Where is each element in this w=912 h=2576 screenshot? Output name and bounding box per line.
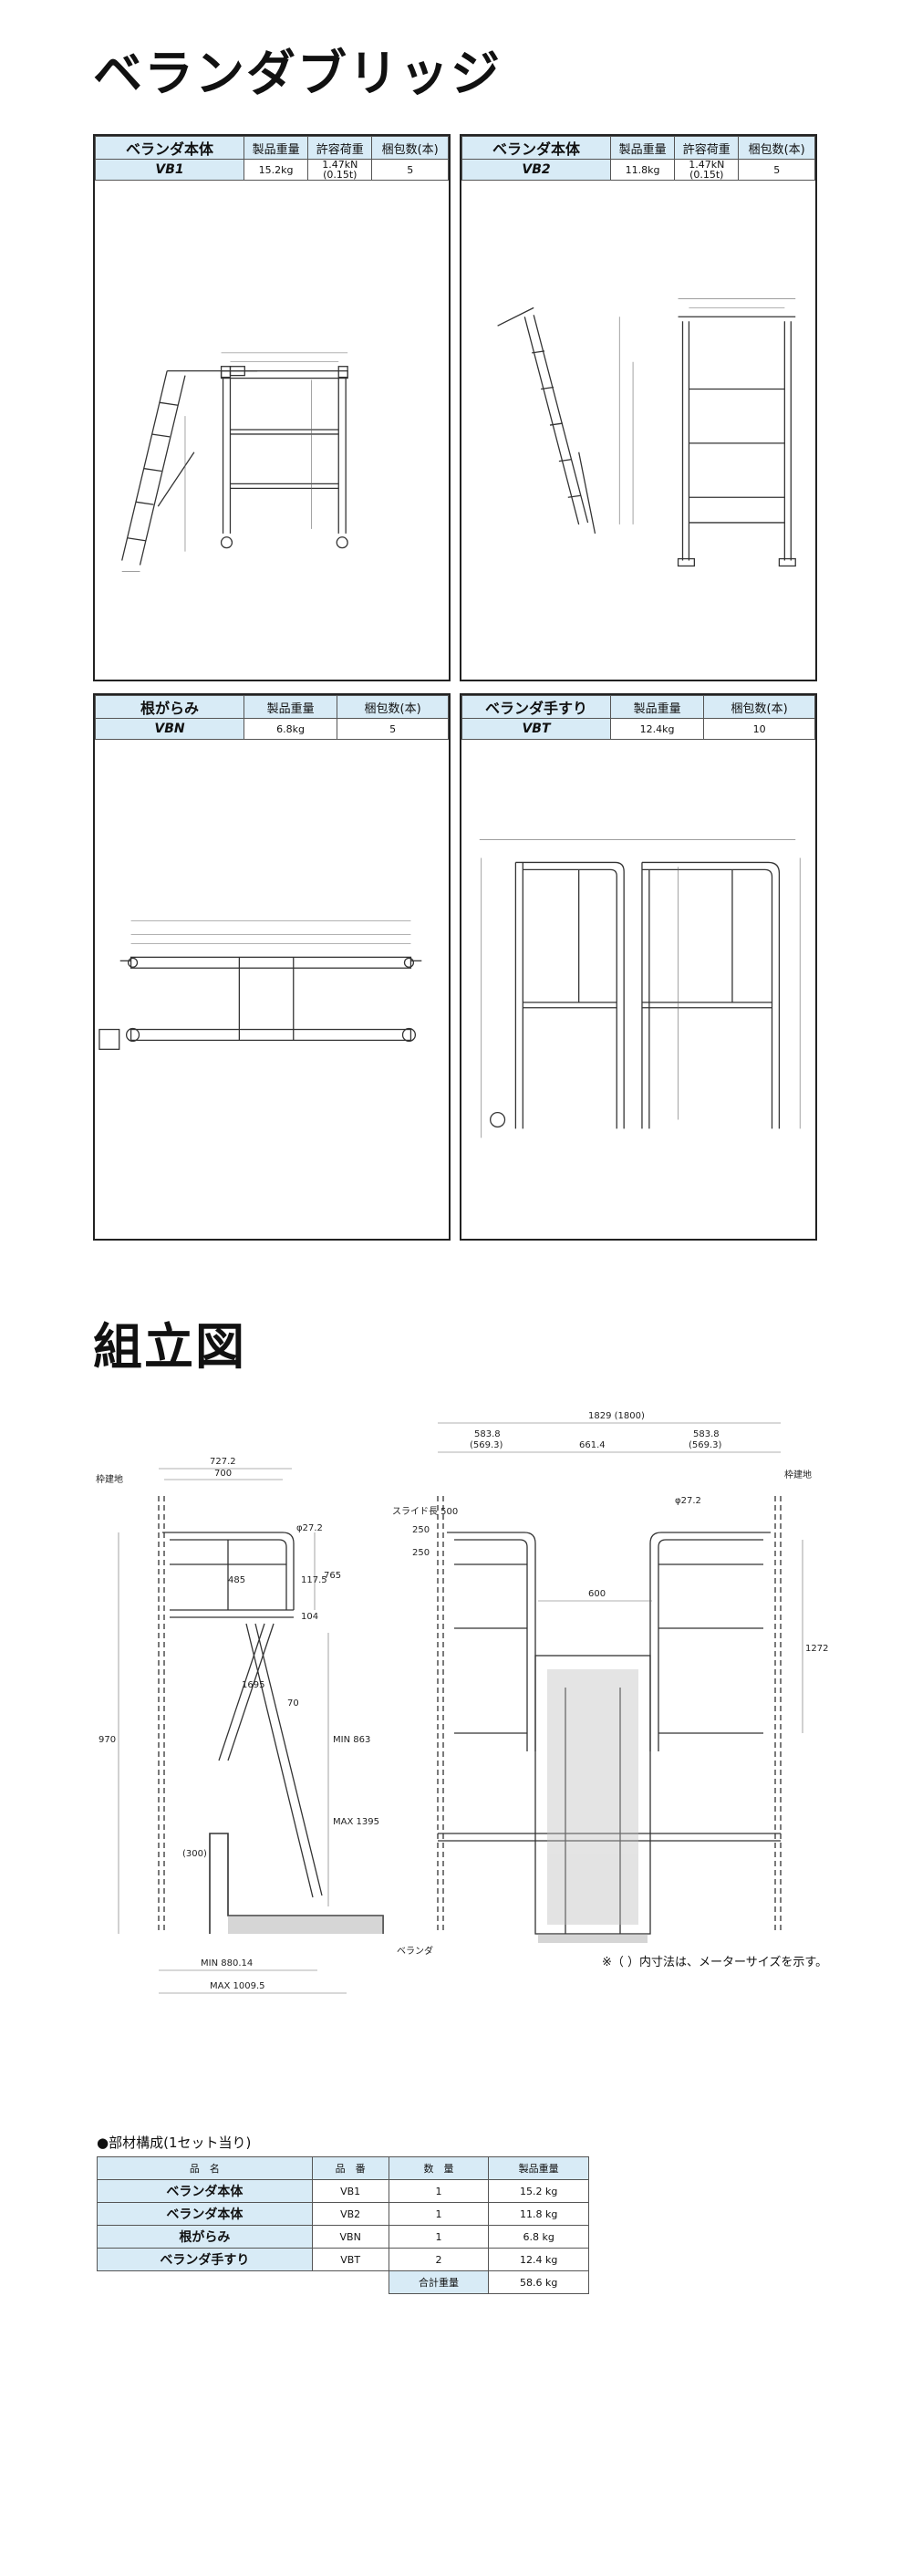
product-name: ベランダ本体	[461, 136, 611, 160]
dim-label: 1829 (1800)	[588, 1411, 645, 1421]
dim-label: 583.8	[693, 1429, 720, 1439]
dim-label: MAX 1395	[333, 1817, 379, 1827]
total-row: 合計重量 58.6 kg	[98, 2270, 589, 2294]
product-name: 根がらみ	[95, 695, 244, 719]
dim-label: MIN 880.14	[201, 1958, 253, 1968]
dim-label: (569.3)	[470, 1440, 503, 1450]
dim-label: 970	[98, 1735, 116, 1745]
col-header: 品 番	[311, 2156, 389, 2180]
bundle-header: 梱包数(本)	[371, 136, 449, 160]
product-code: VBT	[461, 718, 611, 740]
bundle-header: 梱包数(本)	[738, 136, 815, 160]
bundle-value: 5	[371, 159, 449, 181]
dim-label: 70	[287, 1698, 299, 1709]
product-panel-vb2: ベランダ本体 製品重量 許容荷重 梱包数(本) VB2 11.8kg 1.47k…	[460, 134, 817, 681]
col-header: 製品重量	[488, 2156, 589, 2180]
dim-label: 104	[301, 1612, 318, 1622]
spec-table: ベランダ本体 製品重量 許容荷重 梱包数(本) VB2 11.8kg 1.47k…	[461, 136, 815, 181]
vbt-technical-drawing	[479, 839, 801, 1138]
veranda-label: ベランダ	[397, 1945, 433, 1957]
col-header: 数 量	[388, 2156, 490, 2180]
vb1-technical-drawing	[121, 352, 348, 572]
vbt-drawing	[461, 739, 815, 1239]
load-value: 1.47kN (0.15t)	[674, 159, 740, 181]
dim-label: 600	[588, 1589, 606, 1599]
dim-label: スライド長 500	[392, 1506, 458, 1517]
product-code: VBN	[95, 718, 244, 740]
size-note: ※（ ）内寸法は、メーターサイズを示す。	[602, 1956, 828, 1969]
dim-label: 661.4	[579, 1440, 606, 1450]
dim-label: 583.8	[474, 1429, 501, 1439]
bundle-value: 5	[337, 718, 449, 740]
weight-header: 製品重量	[609, 136, 676, 160]
scaffold-label: 枠建地	[96, 1473, 123, 1485]
page-title: ベランダブリッジ	[93, 45, 502, 102]
spec-table: 根がらみ 製品重量 梱包数(本) VBN 6.8kg 5	[95, 695, 449, 740]
parts-table: 品 名 品 番 数 量 製品重量 ベランダ本体 VB1 1 15.2 kg ベラ…	[97, 2156, 589, 2294]
table-row: ベランダ本体 VB1 1 15.2 kg	[97, 2179, 589, 2203]
spec-table: ベランダ本体 製品重量 許容荷重 梱包数(本) VB1 15.2kg 1.47k…	[95, 136, 449, 181]
bundle-value: 10	[703, 718, 815, 740]
load-value: 1.47kN (0.15t)	[307, 159, 373, 181]
dim-label: 727.2	[210, 1457, 236, 1467]
weight-header: 製品重量	[243, 136, 309, 160]
assembly-drawing: 727.2 700 φ27.2 485 117.5 104 765 970 (3…	[91, 1396, 828, 2007]
dim-label: 250	[412, 1548, 430, 1558]
weight-header: 製品重量	[243, 695, 338, 719]
dim-label: 117.5	[301, 1575, 327, 1585]
dim-label: MIN 863	[333, 1735, 370, 1745]
product-code: VB2	[461, 159, 611, 181]
weight-value: 15.2kg	[243, 159, 309, 181]
vb2-drawing	[461, 180, 815, 680]
load-header: 許容荷重	[307, 136, 373, 160]
bundle-header: 梱包数(本)	[337, 695, 449, 719]
bundle-value: 5	[738, 159, 815, 181]
dim-label: φ27.2	[675, 1496, 701, 1506]
bundle-header: 梱包数(本)	[703, 695, 815, 719]
product-name: ベランダ手すり	[461, 695, 611, 719]
dim-label: (300)	[182, 1849, 207, 1859]
dim-label: 250	[412, 1525, 430, 1535]
weight-header: 製品重量	[609, 695, 705, 719]
total-label: 合計重量	[388, 2270, 490, 2294]
vbn-drawing	[95, 739, 449, 1239]
dim-label: 765	[324, 1571, 341, 1581]
load-header: 許容荷重	[674, 136, 740, 160]
dim-label: MAX 1009.5	[210, 1981, 265, 1991]
col-header: 品 名	[97, 2156, 313, 2180]
dim-label: 1272	[805, 1644, 828, 1654]
product-code: VB1	[95, 159, 244, 181]
total-value: 58.6 kg	[488, 2270, 589, 2294]
assembly-title: 組立図	[93, 1318, 246, 1376]
dim-label: 700	[214, 1469, 232, 1479]
table-row: ベランダ本体 VB2 1 11.8 kg	[97, 2202, 589, 2226]
parts-title: ●部材構成(1セット当り)	[97, 2135, 252, 2151]
product-panel-vb1: ベランダ本体 製品重量 許容荷重 梱包数(本) VB1 15.2kg 1.47k…	[93, 134, 451, 681]
vbn-technical-drawing	[98, 920, 422, 1050]
weight-value: 6.8kg	[243, 718, 338, 740]
product-panel-vbt: ベランダ手すり 製品重量 梱包数(本) VBT 12.4kg 10	[460, 693, 817, 1241]
dim-label: 1695	[242, 1680, 264, 1690]
product-name: ベランダ本体	[95, 136, 244, 160]
table-row: ベランダ手すり VBT 2 12.4 kg	[97, 2248, 589, 2271]
spec-table: ベランダ手すり 製品重量 梱包数(本) VBT 12.4kg 10	[461, 695, 815, 740]
table-row: 根がらみ VBN 1 6.8 kg	[97, 2225, 589, 2249]
vb2-technical-drawing	[497, 298, 796, 567]
weight-value: 12.4kg	[609, 718, 705, 740]
dim-label: 485	[228, 1575, 245, 1585]
scaffold-label: 枠建地	[784, 1469, 812, 1480]
product-panel-vbn: 根がらみ 製品重量 梱包数(本) VBN 6.8kg 5	[93, 693, 451, 1241]
assembly-technical-drawing: 727.2 700 φ27.2 485 117.5 104 765 970 (3…	[96, 1411, 828, 1994]
vb1-drawing	[95, 180, 449, 680]
dim-label: φ27.2	[296, 1523, 323, 1533]
dim-label: (569.3)	[689, 1440, 722, 1450]
weight-value: 11.8kg	[609, 159, 676, 181]
